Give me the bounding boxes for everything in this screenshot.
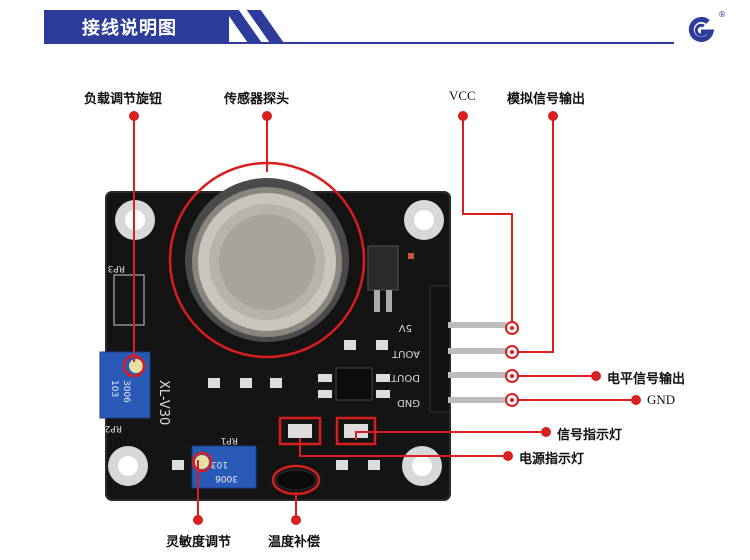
pin-5v-silk: 5V (399, 322, 412, 333)
pot2-code-bottom-silk: 3006 (121, 380, 131, 403)
rp3-silk: RP3 (108, 263, 125, 273)
pcb-board: RP3 XL-V30 5V AOUT DOUT GND (100, 178, 506, 500)
rp1-silk: RP1 (221, 435, 238, 445)
pin-callout-rings (506, 322, 518, 406)
pot2-code-silk: 103 (109, 380, 119, 397)
pin-dout-silk: DOUT (390, 372, 420, 383)
label-gnd: GND (647, 392, 675, 408)
label-power-led: 电源指示灯 (519, 448, 584, 467)
label-digital-output: 电平信号输出 (607, 368, 685, 387)
label-temp-compensation: 温度补偿 (268, 531, 320, 550)
label-signal-led: 信号指示灯 (557, 424, 622, 443)
label-analog-output: 模拟信号输出 (507, 88, 585, 107)
label-sensor-probe: 传感器探头 (224, 88, 289, 107)
model-silk: XL-V30 (156, 380, 171, 425)
rp2-silk: RP2 (105, 423, 122, 433)
pin-aout-silk: AOUT (391, 348, 420, 359)
pot1-code-bottom-silk: 3006 (215, 473, 238, 483)
label-load-adjust-knob: 负载调节旋钮 (84, 88, 162, 107)
pin-gnd-silk: GND (397, 397, 420, 408)
label-sensitivity-adjust: 灵敏度调节 (166, 531, 231, 550)
pot1-code-silk: 103 (211, 459, 228, 469)
label-vcc: VCC (449, 88, 476, 104)
